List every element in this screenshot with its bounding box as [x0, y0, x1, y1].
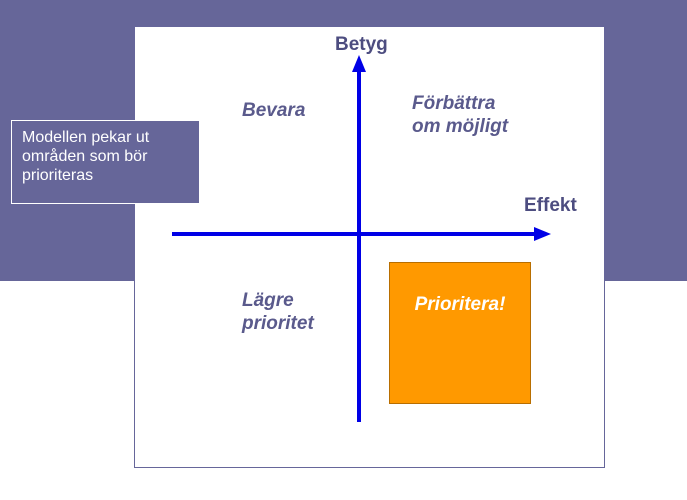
- y-axis-arrowhead: [352, 55, 366, 72]
- priority-highlight-box: Prioritera!: [389, 262, 531, 404]
- x-axis-arrowhead: [534, 227, 551, 241]
- quadrant-top-left: Bevara: [242, 100, 306, 121]
- quadrant-top-right: Förbättra om möjligt: [412, 92, 508, 138]
- priority-highlight-label: Prioritera!: [414, 294, 506, 315]
- callout-box: Modellen pekar ut områden som bör priori…: [11, 120, 200, 204]
- quadrant-top-right-line2: om möjligt: [412, 116, 509, 137]
- quadrant-bottom-left-line1: Lägre: [242, 290, 294, 311]
- callout-text: Modellen pekar ut områden som bör priori…: [22, 129, 150, 184]
- y-axis-label: Betyg: [335, 34, 388, 55]
- quadrant-bottom-left: Lägre prioritet: [242, 289, 314, 335]
- quadrant-top-right-line1: Förbättra: [412, 93, 496, 114]
- quadrant-bottom-left-line2: prioritet: [242, 313, 314, 334]
- x-axis-label: Effekt: [524, 195, 577, 216]
